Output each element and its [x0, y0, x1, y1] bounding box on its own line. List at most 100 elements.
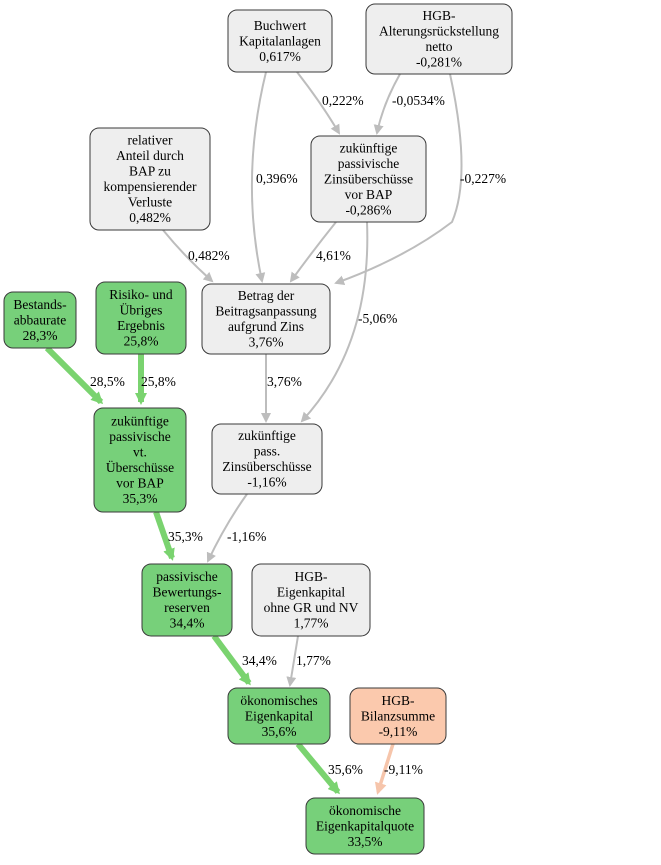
node-box	[93, 407, 187, 513]
node-text-line: 3,76%	[249, 335, 284, 350]
edge-label: 0,396%	[256, 171, 298, 186]
node-text-line: Anteil durch	[116, 148, 184, 163]
node-box	[3, 291, 77, 349]
node-text-line: reserven	[164, 600, 210, 615]
edge-hgb_eigenkapital-to-oek_eigenkapital	[286, 635, 299, 687]
node-text-line: zukünftige	[238, 428, 296, 443]
node-text-line: vor BAP	[116, 476, 164, 491]
node-text-line: zukünftige	[340, 140, 398, 155]
edge-label: -0,0534%	[392, 93, 445, 108]
node-box	[211, 423, 323, 495]
edge-label: 34,4%	[242, 653, 277, 668]
node-text-line: HGB-	[382, 693, 416, 708]
node-box	[251, 563, 371, 637]
node-text-line: -0,286%	[345, 202, 391, 217]
edge-oek_eigenkapital-to-oek_quote	[295, 742, 341, 795]
node-text-line: -9,11%	[379, 724, 418, 739]
edge-buchwert-to-betrag_bap	[250, 71, 267, 283]
edge-label: 35,3%	[168, 529, 203, 544]
node-text-line: Zinsüberschüsse	[324, 171, 413, 186]
node-box	[201, 283, 331, 355]
node-box	[227, 9, 333, 73]
node-text-line: Eigenkapitalquote	[316, 818, 414, 833]
edge-rel_anteil-to-betrag_bap	[162, 229, 214, 283]
edge-zuk_pass_zins-to-pass_bewertung	[206, 493, 248, 563]
node-text-line: passivische	[109, 429, 171, 444]
node-text-line: Überschüsse	[106, 460, 174, 475]
edge-zuk_pass_zins_bap-to-zuk_pass_zins	[300, 221, 369, 423]
node-text-line: Eigenkapital	[245, 708, 313, 723]
edge-label: 35,6%	[328, 762, 363, 777]
edge-label: -1,16%	[227, 529, 266, 544]
node-text-line: Bestands-	[13, 297, 67, 312]
node-text-line: Buchwert	[254, 18, 307, 33]
node-text-line: Übriges	[120, 303, 163, 318]
node-text-line: passivische	[156, 569, 218, 584]
edge-label: -9,11%	[384, 762, 423, 777]
node-box	[227, 687, 331, 745]
node-hgb_bilanz: HGB-Bilanzsumme-9,11%	[349, 687, 447, 745]
edge-label: 25,8%	[141, 374, 176, 389]
node-text-line: ökonomische	[329, 803, 401, 818]
node-text-line: kompensierender	[104, 179, 197, 194]
node-text-line: abbaurate	[14, 312, 66, 327]
node-text-line: 0,617%	[259, 49, 301, 64]
node-text-line: Ergebnis	[117, 318, 165, 333]
edge-label: 28,5%	[90, 374, 125, 389]
edge-hgb_alterung-to-betrag_bap	[334, 73, 463, 285]
node-text-line: ökonomisches	[240, 693, 317, 708]
node-text-line: -1,16%	[247, 475, 286, 490]
node-text-line: relativer	[128, 133, 173, 148]
edge-label: 0,222%	[322, 93, 364, 108]
edge-pass_bewertung-to-oek_eigenkapital	[211, 634, 252, 686]
node-box	[141, 563, 233, 637]
node-text-line: Zinsüberschüsse	[222, 459, 311, 474]
node-text-line: zukünftige	[111, 414, 169, 429]
node-text-line: Bilanzsumme	[361, 708, 435, 723]
node-text-line: Verluste	[128, 195, 172, 210]
node-text-line: Betrag der	[238, 288, 295, 303]
node-text-line: Eigenkapital	[277, 585, 345, 600]
node-text-line: Beitragsanpassung	[215, 304, 316, 319]
edge-bestandsabbau-to-zuk_vt	[44, 345, 104, 405]
node-box	[89, 127, 211, 231]
node-text-line: Alterungsrückstellung	[379, 24, 499, 39]
node-text-line: ohne GR und NV	[264, 600, 359, 615]
node-text-line: BAP zu	[129, 164, 171, 179]
node-text-line: 33,5%	[348, 834, 383, 849]
node-text-line: HGB-	[423, 8, 457, 23]
node-text-line: -0,281%	[416, 55, 462, 70]
node-box	[95, 281, 187, 355]
edge-label: -0,227%	[460, 171, 506, 186]
nodes-layer: BuchwertKapitalanlagen0,617%HGB-Alterung…	[3, 3, 513, 855]
node-text-line: Risiko- und	[109, 287, 173, 302]
edge-labels-layer: 0,222%-0,0534%0,396%-0,227%0,482%4,61%-5…	[90, 93, 506, 777]
node-text-line: 0,482%	[129, 210, 171, 225]
node-text-line: pass.	[254, 444, 281, 459]
node-text-line: vor BAP	[345, 187, 393, 202]
node-text-line: 35,3%	[123, 491, 158, 506]
edges-layer	[44, 71, 463, 795]
edge-label: 0,482%	[188, 248, 230, 263]
node-text-line: vt.	[133, 445, 147, 460]
node-text-line: passivische	[338, 156, 400, 171]
edge-buchwert-to-zuk_pass_zins_bap	[296, 71, 341, 135]
node-box	[349, 687, 447, 745]
edge-label: 4,61%	[316, 248, 351, 263]
node-text-line: HGB-	[295, 569, 329, 584]
edge-zuk_pass_zins_bap-to-betrag_bap	[289, 221, 337, 283]
node-text-line: netto	[426, 39, 453, 54]
node-text-line: 34,4%	[170, 616, 205, 631]
node-text-line: 28,3%	[23, 328, 58, 343]
